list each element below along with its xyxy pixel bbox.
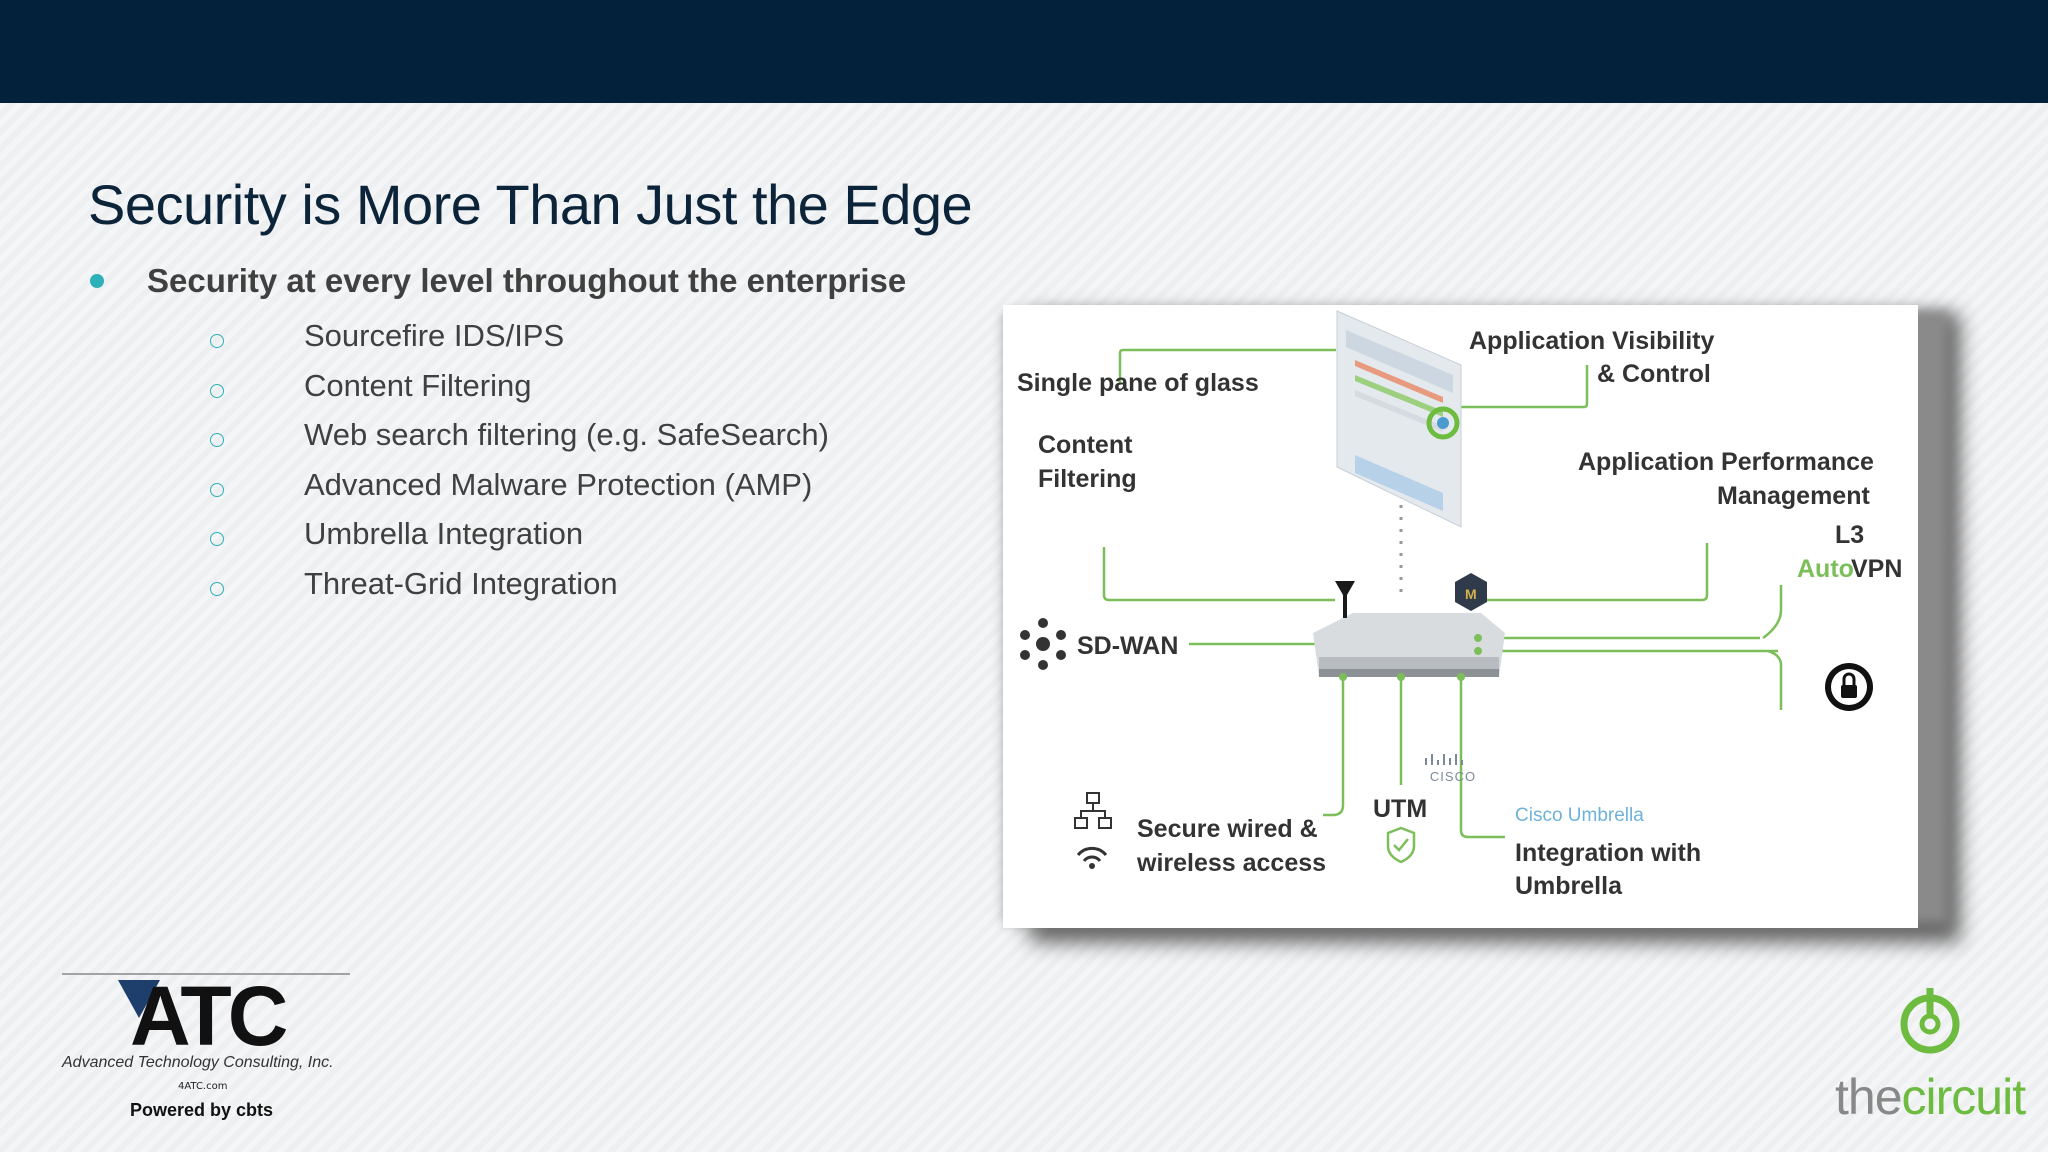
atc-logo: ATC Advanced Technology Consulting, Inc.… <box>60 969 350 1130</box>
bullet-dot-icon <box>90 274 104 288</box>
thecircuit-logo: thecircuit <box>1830 980 2030 1140</box>
app-perf-label-2: Management <box>1717 482 1870 510</box>
atc-url: 4ATC.com <box>178 1081 228 1092</box>
app-visibility-label-2: & Control <box>1597 360 1711 388</box>
utm-label: UTM <box>1373 795 1427 823</box>
amp-mark-icon: M <box>1465 586 1477 602</box>
filter-funnel-icon <box>1335 581 1355 618</box>
sub-bullet-text: Threat-Grid Integration <box>304 565 618 601</box>
integration-label: Integration with <box>1515 839 1701 867</box>
sub-bullet-text: Umbrella Integration <box>304 516 584 551</box>
diagram-svg: M Single pane of glass Application Visib… <box>1017 310 1902 900</box>
auto-label: Auto <box>1797 555 1854 583</box>
atc-wordmark: ATC <box>130 969 288 1063</box>
circle-bullet-icon <box>210 532 224 546</box>
atc-powered-by: Powered by cbts <box>130 1100 274 1120</box>
line-vpn-bottom <box>1767 649 1783 710</box>
integration-label-2: Umbrella <box>1515 872 1623 900</box>
connector-lines <box>1102 348 1783 839</box>
slide-title: Security is More Than Just the Edge <box>88 173 973 236</box>
cisco-label: CISCO <box>1430 769 1476 784</box>
security-appliance-icon <box>1313 613 1505 681</box>
sdwan-network-icon <box>1020 618 1066 670</box>
circle-bullet-icon <box>210 383 224 398</box>
single-pane-label: Single pane of glass <box>1017 369 1259 397</box>
line-app-visibility <box>1446 365 1589 409</box>
content-filtering-label-2: Filtering <box>1038 465 1137 493</box>
circle-bullet-icon <box>210 581 224 596</box>
line-app-perf <box>1478 543 1709 602</box>
sdwan-label: SD-WAN <box>1077 632 1178 660</box>
utm-shield-icon <box>1386 826 1416 864</box>
sub-bullet-text: Sourcefire IDS/IPS <box>304 318 565 353</box>
cisco-umbrella-label: Cisco Umbrella <box>1515 805 1644 826</box>
dashboard-screen-icon <box>1336 310 1462 528</box>
app-perf-label: Application Performance <box>1578 448 1874 476</box>
line-umbrella <box>1459 677 1505 839</box>
main-bullet-text: Security at every level throughout the e… <box>147 262 907 299</box>
amp-hexagon-icon <box>1455 573 1487 611</box>
line-vpn-top <box>1762 585 1783 640</box>
vpn-label: VPN <box>1851 555 1902 583</box>
circuit-emblem-icon <box>1900 988 1960 1054</box>
security-diagram: M Single pane of glass Application Visib… <box>1003 305 1918 928</box>
wifi-dot-icon <box>1089 863 1095 869</box>
wifi-icon <box>1076 846 1108 863</box>
sub-bullet-text: Advanced Malware Protection (AMP) <box>304 466 813 502</box>
line-content-filtering <box>1102 547 1335 602</box>
secure-access-label: Secure wired & <box>1137 815 1318 843</box>
cisco-bars-icon <box>1425 754 1463 765</box>
circle-bullet-icon <box>210 334 224 348</box>
l3-label: L3 <box>1835 521 1864 549</box>
sub-bullet-text: Web search filtering (e.g. SafeSearch) <box>304 417 829 452</box>
line-secure-access <box>1323 675 1345 817</box>
lock-badge-icon <box>1825 663 1873 711</box>
top-banner <box>0 0 2048 103</box>
wired-network-icon <box>1074 792 1112 829</box>
circle-bullet-icon <box>210 433 224 447</box>
secure-access-label-2: wireless access <box>1136 849 1326 877</box>
line-single-pane <box>1118 348 1336 383</box>
circuit-wordmark: thecircuit <box>1835 1069 2026 1125</box>
app-visibility-label: Application Visibility <box>1469 327 1715 355</box>
sub-bullet-text: Content Filtering <box>304 367 532 403</box>
circle-bullet-icon <box>210 482 224 497</box>
utm-check-icon <box>1393 838 1409 852</box>
content-filtering-label: Content <box>1038 431 1133 459</box>
atc-chevron-icon <box>62 973 350 1018</box>
atc-tagline: Advanced Technology Consulting, Inc. <box>62 1054 334 1071</box>
